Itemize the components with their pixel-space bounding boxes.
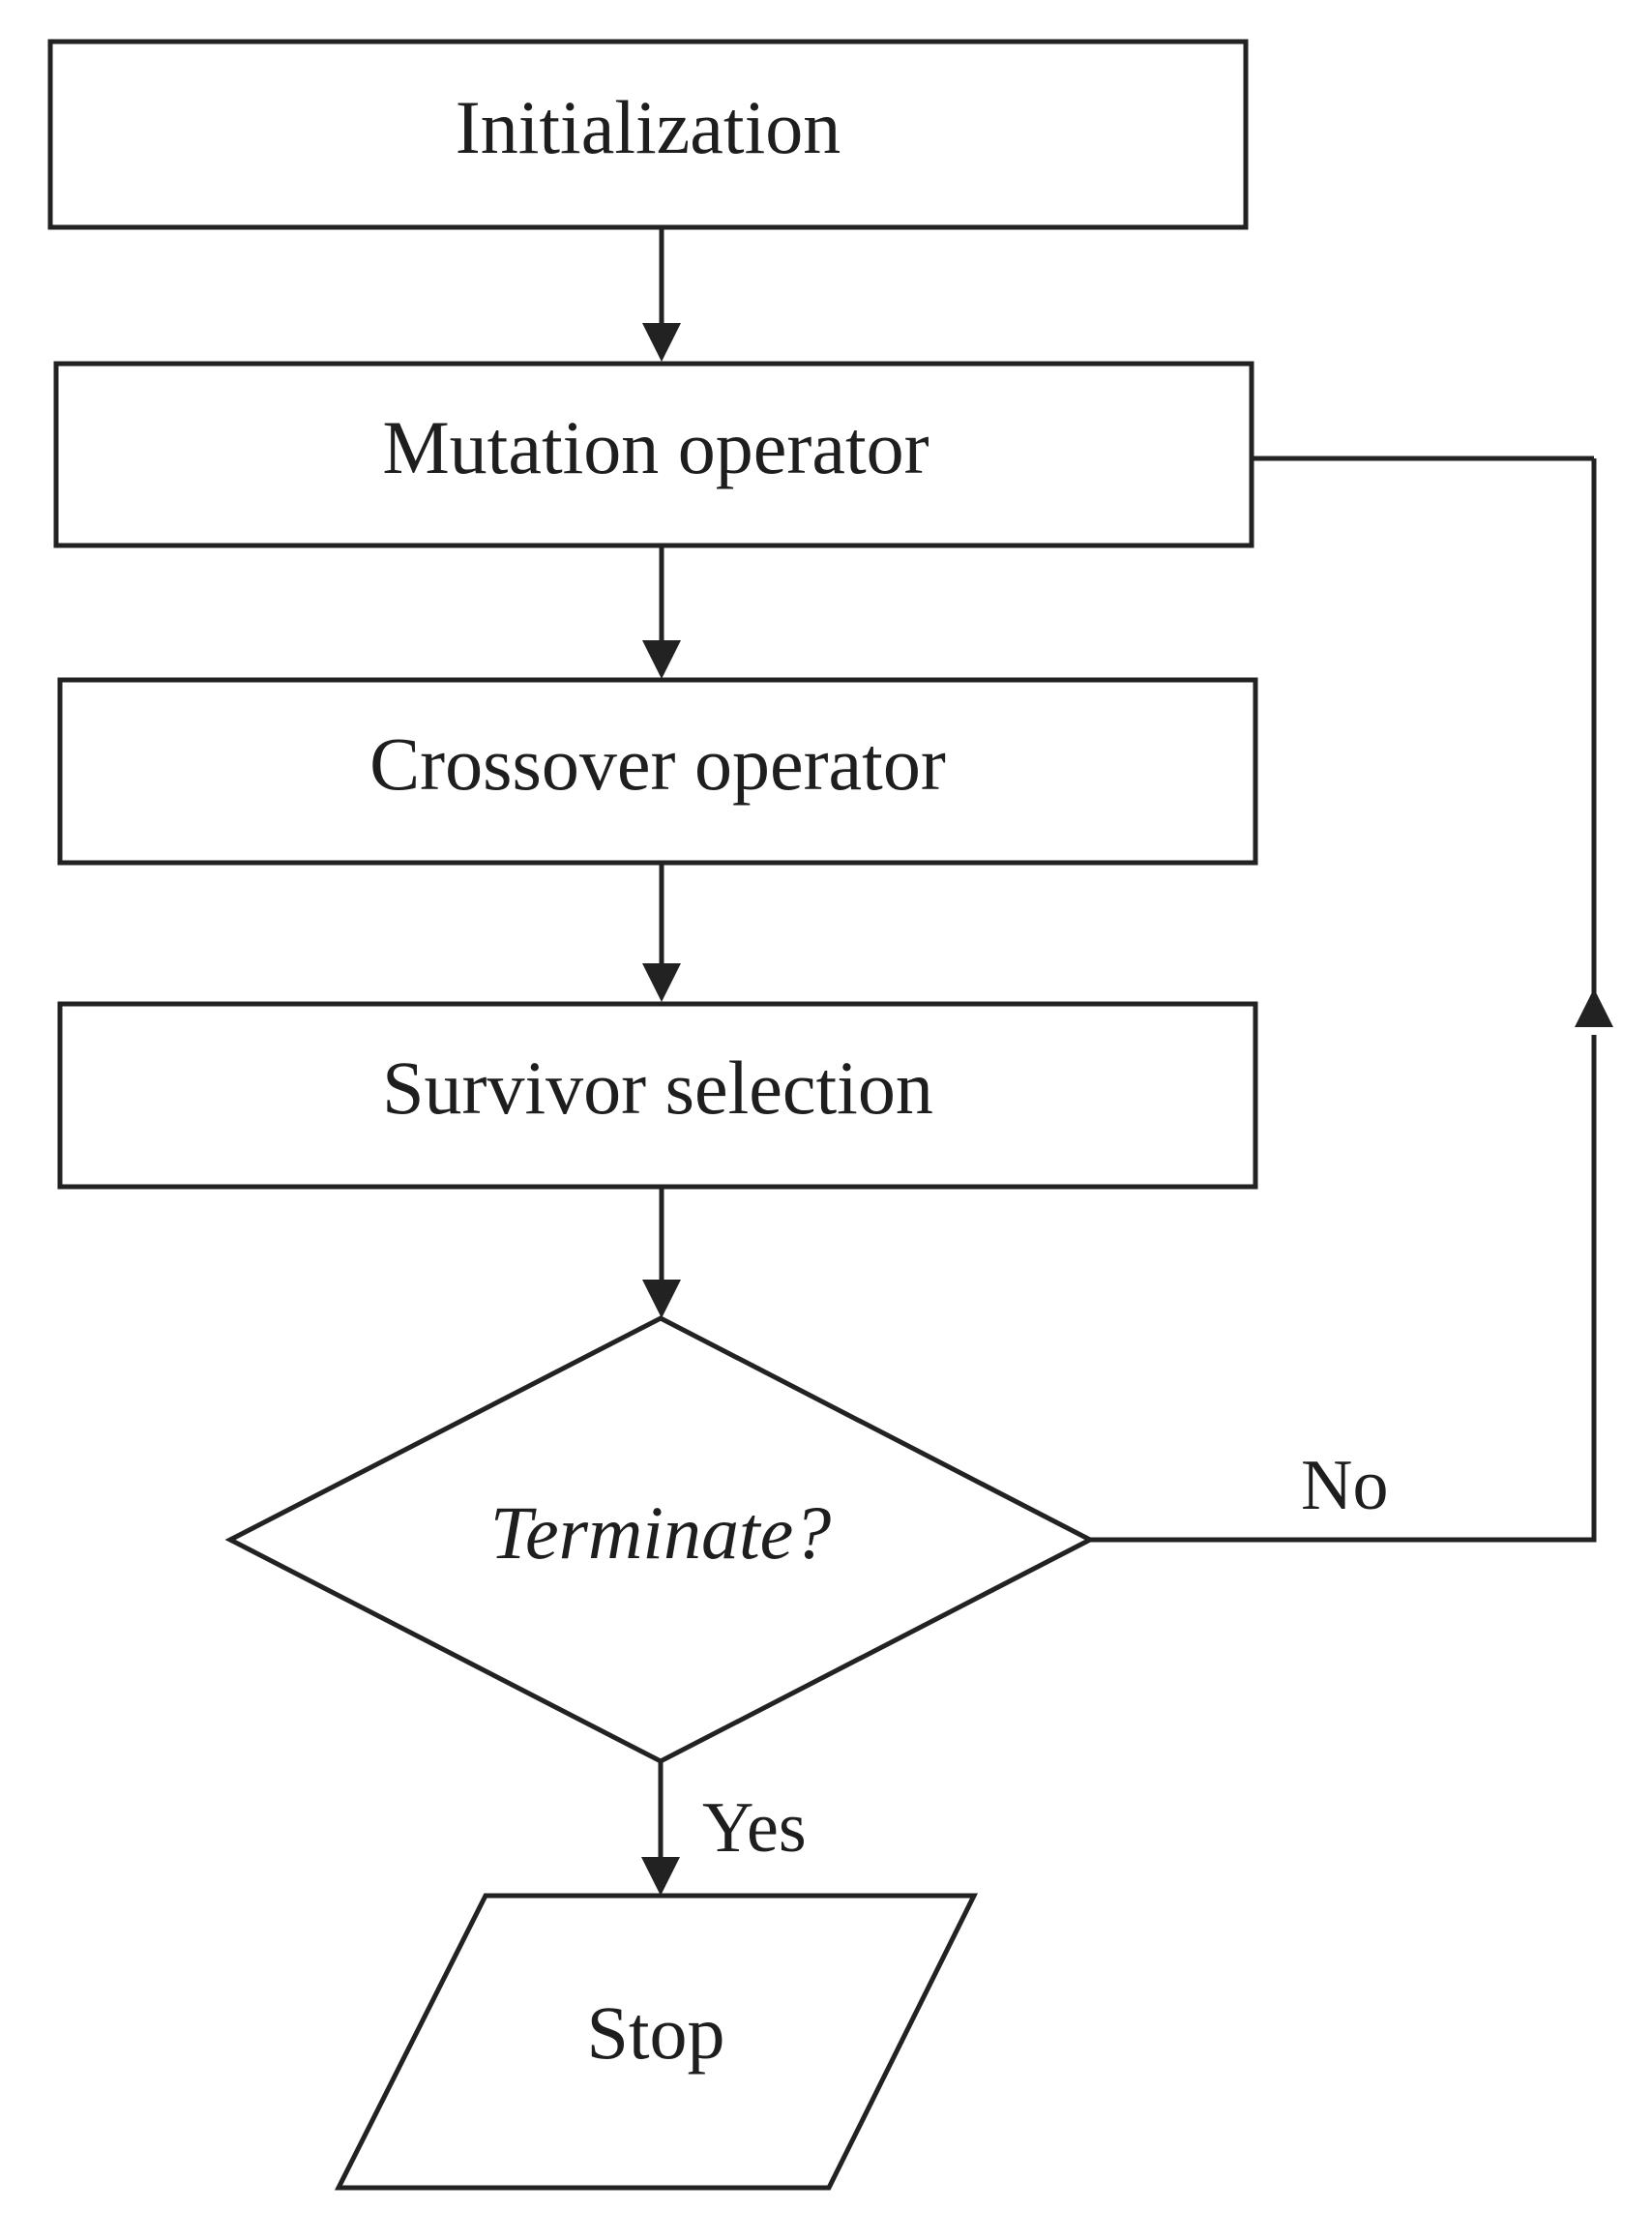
edge-survivor-to-terminate-arrowhead: [642, 1280, 681, 1318]
edge-loop-upward-arrowhead: [1575, 988, 1613, 1027]
stop-terminal-shape: [334, 1893, 979, 2191]
initialization-label: Initialization: [456, 85, 841, 169]
edge-crossover-to-survivor-arrowhead: [642, 963, 681, 1002]
crossover-operator-box: [57, 677, 1258, 866]
survivor-selection-box: [57, 1001, 1258, 1190]
stop-label: Stop: [586, 1990, 724, 2075]
initialization-box: [47, 39, 1249, 230]
edge-initialization-to-mutation-arrowhead: [642, 323, 681, 362]
edge-yes-label: Yes: [702, 1788, 807, 1868]
mutation-operator-label: Mutation operator: [382, 405, 929, 489]
terminate-decision-label: Terminate?: [490, 1490, 832, 1575]
edge-terminate-to-stop-arrowhead: [641, 1857, 680, 1896]
edge-terminate-to-mutation-loop: [1090, 1035, 1597, 1543]
edge-no-label: No: [1301, 1446, 1388, 1525]
mutation-operator-box: [53, 361, 1254, 548]
crossover-operator-label: Crossover operator: [369, 722, 946, 806]
survivor-selection-label: Survivor selection: [382, 1046, 933, 1130]
edge-mutation-to-crossover-arrowhead: [642, 640, 681, 679]
